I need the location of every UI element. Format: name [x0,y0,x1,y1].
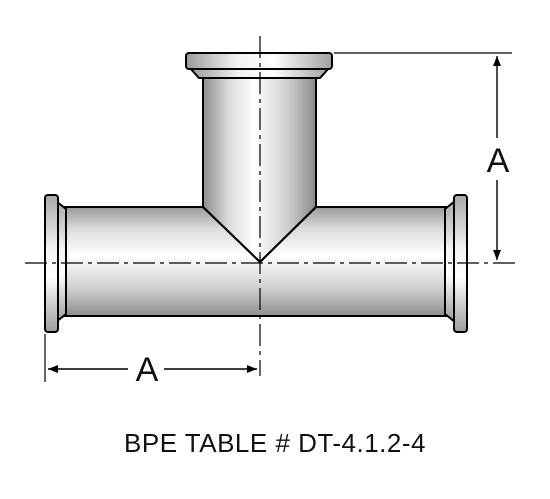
vertical-dimension-label: A [487,142,510,180]
top-flange [185,52,333,70]
diagram-caption: BPE TABLE # DT-4.1.2-4 [124,428,426,458]
horizontal-dimension-label: A [136,351,159,389]
horizontal-dimension-label-bg [128,348,164,388]
vertical-dimension-label-bg [484,138,512,180]
